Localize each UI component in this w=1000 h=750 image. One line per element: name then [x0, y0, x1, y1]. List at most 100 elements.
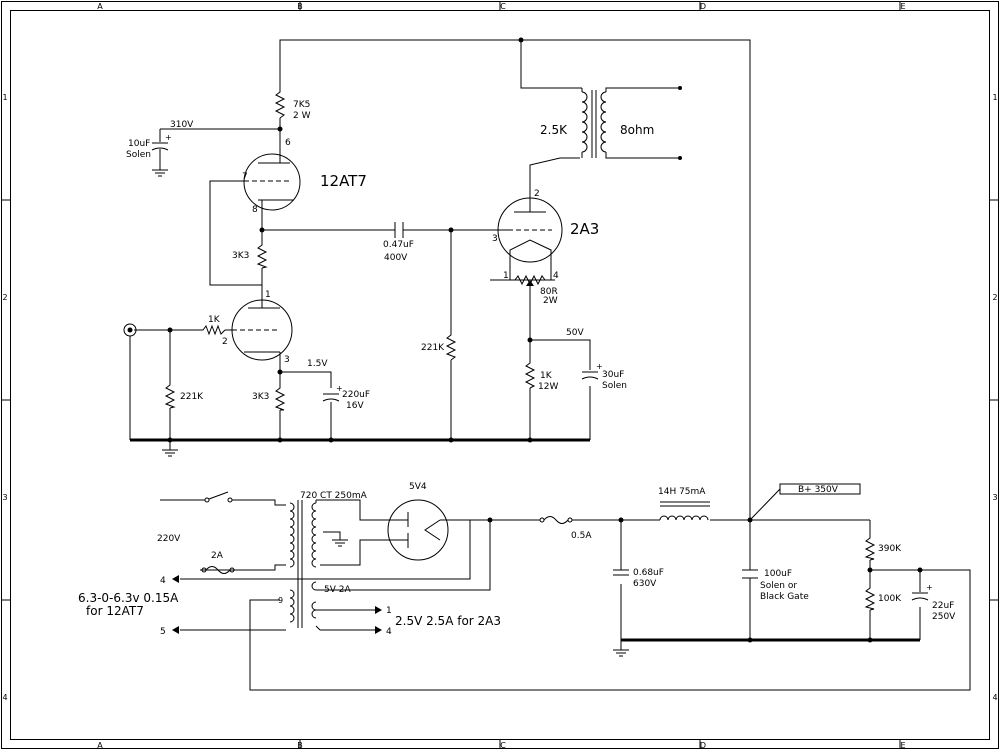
c068-value: 0.68uF: [633, 568, 664, 578]
col-label-top-a: A: [97, 2, 103, 11]
col-label-bottom-e: E: [900, 741, 905, 750]
c30u-value: 30uF: [602, 370, 624, 380]
ot-secondary: 8ohm: [620, 123, 654, 137]
c100u-brand-b: Black Gate: [760, 592, 809, 602]
cc-value: 0.47uF: [383, 240, 414, 250]
r-221k-grid: 221K: [421, 343, 445, 353]
r-100k-label: 100K: [878, 594, 902, 604]
row-label-left-3: 3: [2, 493, 7, 502]
pin-7: 7: [242, 172, 248, 182]
pin-2: 2: [222, 337, 228, 347]
r-plate-value: 7K5: [293, 100, 310, 110]
fuse-0-5a: 0.5A: [539, 516, 592, 541]
row-label-left-1: 1: [2, 93, 7, 102]
choke-label: 14H 75mA: [658, 487, 706, 497]
tube-label-12at7: 12AT7: [320, 172, 367, 190]
capacitor-100uf: 100uF Solen or Black Gate: [742, 569, 809, 602]
power-transformer: 720 CT 250mA 9 5V 2A: [278, 491, 368, 631]
svg-text:+: +: [596, 362, 603, 371]
pin-2a3-1: 1: [503, 271, 509, 281]
col-label-top-c: C: [500, 2, 506, 11]
capacitor-068uf: 0.68uF 630V: [613, 568, 664, 589]
capacitor-coupling: 0.47uF 400V: [383, 222, 414, 263]
resistor-1k-grid: 1K: [200, 315, 226, 336]
col-label-top-b: B: [297, 2, 303, 11]
pin-9: 9: [278, 596, 283, 605]
c220u-value: 220uF: [342, 390, 370, 400]
resistor-221k-grid: 221K: [421, 332, 457, 361]
voltage-50v: 50V: [566, 328, 584, 338]
heater-12at7-spec: 6.3-0-6.3v 0.15A: [78, 591, 179, 605]
tube-12at7-upper: 6 7 8 12AT7: [242, 138, 367, 215]
pin-8: 8: [252, 205, 258, 215]
pin-2a3-3: 3: [492, 234, 498, 244]
row-label-right-4: 4: [992, 693, 997, 702]
r-80r-value: 80R: [540, 287, 558, 297]
pin-6: 6: [285, 138, 291, 148]
bplus-label: B+ 350V: [798, 485, 839, 495]
power-switch: [204, 491, 233, 503]
pin-3: 3: [284, 355, 290, 365]
r-1k-grid: 1K: [208, 315, 221, 325]
rectifier-5v4: 5V4: [387, 482, 449, 561]
amplifier-wiring: [129, 37, 751, 520]
ground-symbol-4: [613, 640, 629, 657]
cc-volt: 400V: [384, 253, 408, 263]
c220u-volt: 16V: [346, 401, 364, 411]
r-1k-cath-value: 1K: [540, 371, 553, 381]
voltage-1-5v: 1.5V: [307, 359, 328, 369]
r-3k3-a: 3K3: [232, 251, 249, 261]
row-label-right-1: 1: [992, 93, 997, 102]
svg-text:+: +: [336, 384, 343, 393]
fuse-2a: 2A: [201, 551, 235, 574]
row-label-left-2: 2: [2, 293, 7, 302]
col-label-bottom-a: A: [97, 741, 103, 750]
pin-2a3-2: 2: [534, 189, 540, 199]
row-label-left-4: 4: [2, 693, 7, 702]
voltage-310v: 310V: [170, 120, 194, 130]
tube-12at7-lower: 1 2 3: [222, 290, 293, 365]
heater-12at7-pin-4: 4: [160, 576, 166, 586]
resistor-3k3-cathode: 3K3: [252, 385, 286, 411]
r-390k-label: 390K: [878, 544, 902, 554]
potentiometer-80r: 80R 2W: [514, 274, 558, 306]
heater-12at7-pin-5: 5: [160, 627, 166, 637]
heater-2a3-pin-1: 1: [386, 606, 392, 616]
choke-14h: 14H 75mA: [658, 487, 710, 521]
resistor-100k: 100K: [864, 585, 902, 611]
input-jack: [123, 323, 137, 337]
rect-label: 5V4: [409, 482, 427, 492]
capacitor-30uf: + 30uF Solen: [581, 362, 627, 391]
capacitor-22uf: + 22uF 250V: [911, 583, 956, 622]
r-1k-cath-power: 12W: [538, 382, 558, 392]
col-label-bottom-b: B: [297, 741, 303, 750]
c22u-value: 22uF: [932, 601, 954, 611]
bplus-flag: B+ 350V: [749, 483, 861, 521]
row-label-right-3: 3: [992, 493, 997, 502]
r-plate-power: 2 W: [293, 111, 311, 121]
mains-220v: 220V: [157, 534, 181, 544]
resistor-1k-cathode: 1K 12W: [524, 360, 558, 392]
heater-12at7-for: for 12AT7: [86, 604, 144, 618]
ground-symbol-2: [162, 440, 178, 457]
power-supply-wiring: [160, 499, 971, 691]
col-label-top-d: D: [700, 2, 706, 11]
svg-text:+: +: [165, 133, 172, 142]
svg-text:+: +: [926, 583, 933, 592]
c100u-brand-a: Solen or: [760, 581, 797, 591]
tube-2a3: 2 3 1 4 2A3: [492, 189, 599, 281]
c30u-brand: Solen: [602, 381, 627, 391]
heater-2a3-spec: 2.5V 2.5A for 2A3: [395, 614, 501, 628]
ot-primary: 2.5K: [540, 123, 568, 137]
c100u-value: 100uF: [764, 569, 792, 579]
c22u-volt: 250V: [932, 612, 956, 622]
pin-2a3-4: 4: [553, 271, 559, 281]
fuse-05a-label: 0.5A: [571, 531, 592, 541]
ground-symbol-1: [152, 169, 168, 177]
v5-2a: 5V 2A: [324, 585, 351, 595]
c068-volt: 630V: [633, 579, 657, 589]
heater-2a3-pin-4: 4: [386, 627, 392, 637]
col-label-bottom-d: D: [700, 741, 706, 750]
